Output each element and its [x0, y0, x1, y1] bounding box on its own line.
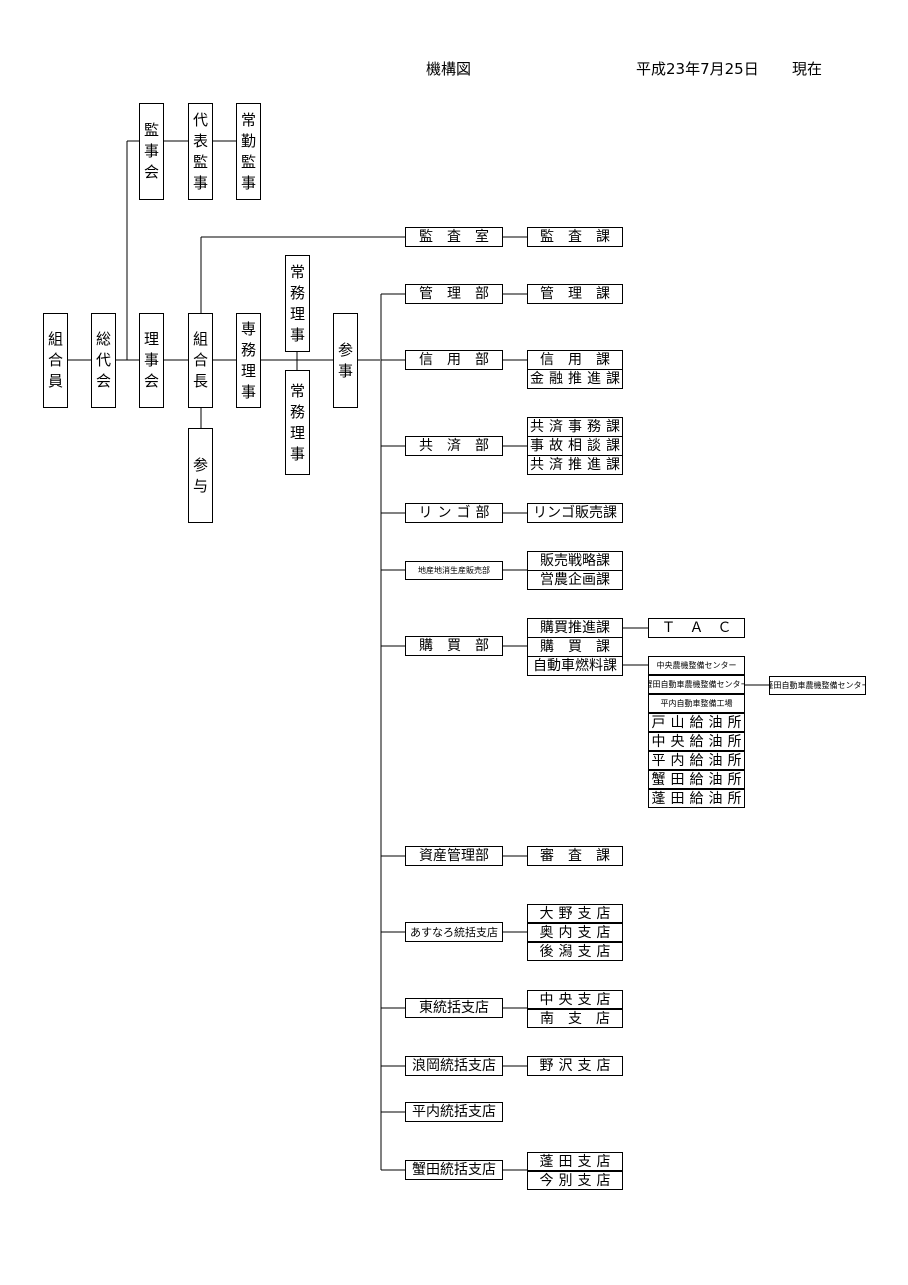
tac-box: ＴＡＣ — [648, 618, 745, 638]
page-title: 機構図 — [426, 60, 472, 78]
dept-chisan: 地産地消生産販売部 — [405, 561, 503, 580]
fuel-unit-chuo-center: 中央農機整備センター — [648, 656, 745, 675]
branch-minami: 南 支 店 — [527, 1009, 623, 1028]
section-jidosha-nenryo: 自動車燃料課 — [527, 656, 623, 676]
managing-director-box-2: 常務理事 — [285, 370, 310, 475]
fuel-unit-hiranai: 平内給油所 — [648, 751, 745, 770]
branch-ono: 大野支店 — [527, 904, 623, 923]
section-kanri: 管 理 課 — [527, 284, 623, 304]
fuel-unit-chuo: 中央給油所 — [648, 732, 745, 751]
dept-kanita: 蟹田統括支店 — [405, 1160, 503, 1180]
section-jiko-sodan: 事故相談課 — [527, 436, 623, 456]
fuel-unit-kanita-center: 蟹田自動車農機整備センター — [648, 675, 745, 694]
senior-director-box: 専務理事 — [236, 313, 261, 408]
fuel-unit-kanita: 蟹田給油所 — [648, 770, 745, 789]
branch-nozawa: 野沢支店 — [527, 1056, 623, 1076]
fuel-unit-yomogita: 蓬田給油所 — [648, 789, 745, 808]
dept-ringo: リンゴ部 — [405, 503, 503, 523]
dept-hiranai: 平内統括支店 — [405, 1102, 503, 1122]
dept-kobai: 購 買 部 — [405, 636, 503, 656]
as-of-status: 現在 — [792, 60, 823, 78]
audit-section-box: 監 査 課 — [527, 227, 623, 247]
as-of-date: 平成23年7月25日 — [636, 60, 759, 78]
section-kyosai-suishin: 共済推進課 — [527, 455, 623, 475]
counselor-box: 参与 — [188, 428, 213, 523]
section-shinsa: 審 査 課 — [527, 846, 623, 866]
branch-okunai: 奥内支店 — [527, 923, 623, 942]
dept-higashi: 東統括支店 — [405, 998, 503, 1018]
section-kobai-suishin: 購買推進課 — [527, 618, 623, 638]
branch-ushirogata: 後潟支店 — [527, 942, 623, 961]
dept-namioka: 浪岡統括支店 — [405, 1056, 503, 1076]
dept-shinyo: 信 用 部 — [405, 350, 503, 370]
dept-asunaro: あすなろ統括支店 — [405, 922, 503, 942]
section-ringo-hanbai: リンゴ販売課 — [527, 503, 623, 523]
dept-kanri: 管 理 部 — [405, 284, 503, 304]
fuel-unit-toyama: 戸山給油所 — [648, 713, 745, 732]
general-meeting-box: 総代会 — [91, 313, 116, 408]
branch-yomogita: 蓬田支店 — [527, 1152, 623, 1171]
board-box: 理事会 — [139, 313, 164, 408]
secretary-box: 参事 — [333, 313, 358, 408]
managing-director-box-1: 常務理事 — [285, 255, 310, 352]
section-shinyo: 信 用 課 — [527, 350, 623, 370]
fuel-unit-hiranai-factory: 平内自動車整備工場 — [648, 694, 745, 713]
audit-office-box: 監 査 室 — [405, 227, 503, 247]
fulltime-auditor-box: 常勤監事 — [236, 103, 261, 200]
section-kobai: 購 買 課 — [527, 637, 623, 657]
president-box: 組合長 — [188, 313, 213, 408]
section-kinyu: 金融推進課 — [527, 369, 623, 389]
section-hanbai-senryaku: 販売戦略課 — [527, 551, 623, 571]
branch-imabetsu: 今別支店 — [527, 1171, 623, 1190]
members-box: 組合員 — [43, 313, 68, 408]
branch-chuo: 中央支店 — [527, 990, 623, 1009]
section-kyosai-jimu: 共済事務課 — [527, 417, 623, 437]
auditors-board-box: 監事会 — [139, 103, 164, 200]
section-einou-kikaku: 営農企画課 — [527, 570, 623, 590]
representative-auditor-box: 代表監事 — [188, 103, 213, 200]
dept-shisan: 資産管理部 — [405, 846, 503, 866]
yomogita-center-box: 蓬田自動車農機整備センター — [769, 676, 866, 695]
dept-kyosai: 共 済 部 — [405, 436, 503, 456]
